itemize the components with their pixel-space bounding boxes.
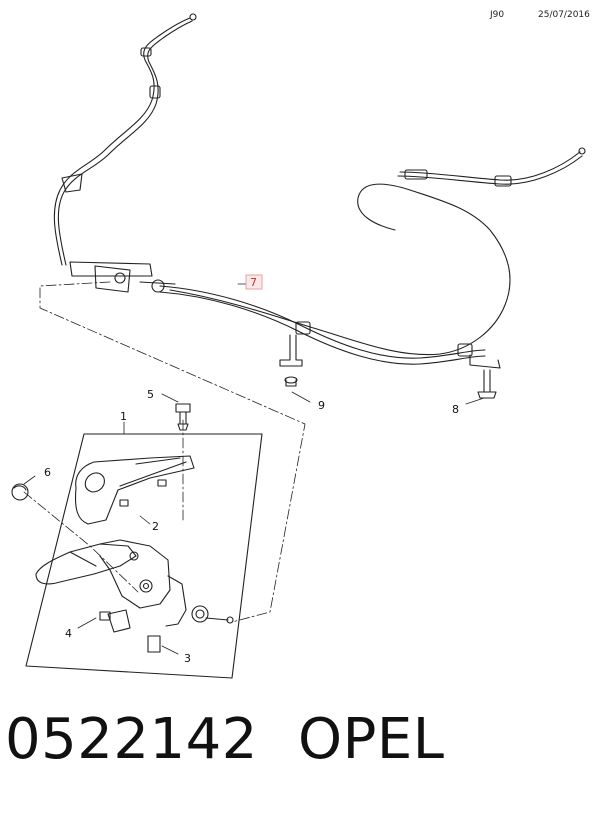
diagram-date: 25/07/2016: [538, 10, 590, 20]
console-cover-2: [74, 455, 195, 525]
parts-diagram: 7 9 8 5 1 6 2 4 3: [11, 13, 586, 679]
bolt-5: [175, 403, 191, 431]
callout-9: 9: [318, 399, 325, 412]
right-rear-cable: [169, 147, 586, 356]
part-number: 0522142: [5, 707, 258, 772]
front-cable: [159, 285, 486, 365]
reference-lines: [23, 281, 306, 623]
cable-equalizer: [69, 261, 176, 293]
brand-name: OPEL: [298, 707, 445, 772]
assembly-outline: [25, 433, 263, 679]
bracket-9: [279, 334, 303, 387]
callout-4: 4: [65, 627, 72, 640]
callout-3: 3: [184, 652, 191, 665]
callout-1: 1: [120, 410, 127, 423]
sheet-code: J90: [490, 10, 505, 20]
left-rear-cable: [53, 13, 197, 266]
knob-6: [11, 483, 29, 501]
bracket-8: [469, 354, 501, 399]
callout-5: 5: [147, 388, 154, 401]
callout-2: 2: [152, 520, 159, 533]
callout-8: 8: [452, 403, 459, 416]
callout-7-box: [245, 274, 263, 290]
handbrake-lever: [35, 539, 234, 653]
callout-6: 6: [44, 466, 51, 479]
callout-7: 7: [250, 276, 257, 289]
leader-lines: [23, 283, 485, 655]
